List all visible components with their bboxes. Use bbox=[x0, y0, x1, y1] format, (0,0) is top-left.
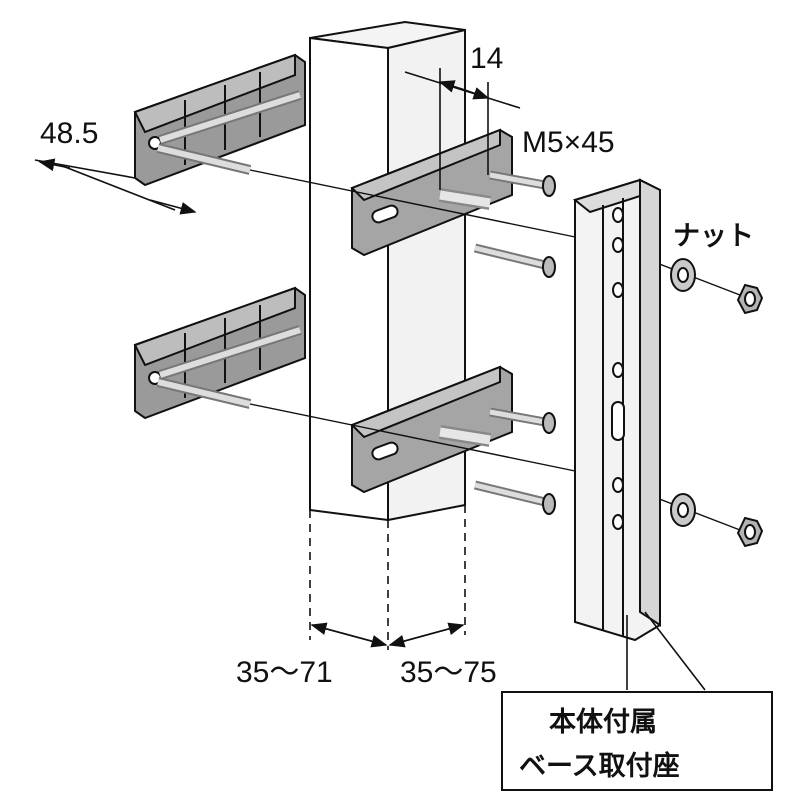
bolts bbox=[438, 170, 556, 515]
dimension-14: 14 bbox=[470, 42, 503, 75]
rear-bracket-top bbox=[133, 53, 306, 187]
nut-label: ナット bbox=[673, 221, 754, 252]
washers bbox=[670, 258, 696, 527]
callout-box bbox=[501, 691, 773, 791]
dimension-post-left-range: 35～71 bbox=[236, 656, 333, 689]
bolt-bottom-upper bbox=[438, 407, 556, 447]
callout-line-1: 本体付属 bbox=[549, 707, 657, 738]
callout-leaders bbox=[626, 611, 706, 691]
bolt-bottom-lower bbox=[473, 480, 556, 515]
dimension-post-right-range: 35～75 bbox=[400, 656, 497, 689]
front-plate-bottom bbox=[350, 365, 513, 494]
bolt-spec-label: M5×45 bbox=[522, 126, 615, 159]
dimension-48-5: 48.5 bbox=[40, 117, 98, 150]
nut-bottom bbox=[736, 516, 764, 548]
rear-bracket-bottom bbox=[133, 286, 306, 420]
dimension-lines bbox=[34, 68, 521, 648]
washer-top bbox=[670, 258, 696, 292]
base-mounting-channel bbox=[572, 178, 661, 642]
nut-top bbox=[736, 283, 764, 315]
nuts bbox=[736, 283, 764, 548]
bolt-top-lower bbox=[473, 243, 556, 278]
washer-bottom bbox=[670, 493, 696, 527]
front-plate-top bbox=[350, 128, 513, 257]
post-dashed-extension bbox=[309, 505, 466, 650]
callout-line-2: ベース取付座 bbox=[519, 750, 680, 782]
bolt-top-upper bbox=[438, 170, 556, 210]
